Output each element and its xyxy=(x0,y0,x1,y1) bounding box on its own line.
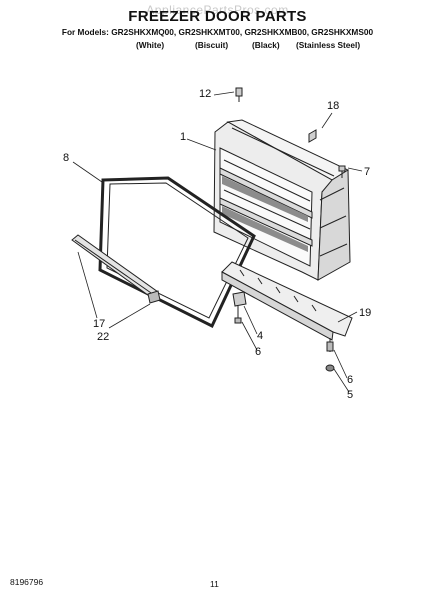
callout-18: 18 xyxy=(327,100,339,112)
color-biscuit: (Biscuit) xyxy=(195,40,229,50)
callout-6-right: 6 xyxy=(347,374,353,386)
callout-22: 22 xyxy=(97,331,109,343)
screw-12 xyxy=(235,87,243,102)
page-number: 11 xyxy=(210,579,219,589)
document-number: 8196796 xyxy=(10,577,44,587)
color-black: (Black) xyxy=(252,40,280,50)
callout-5: 5 xyxy=(347,389,353,401)
callout-12: 12 xyxy=(199,88,211,100)
page-title: FREEZER DOOR PARTS xyxy=(128,8,307,25)
color-white: (White) xyxy=(136,40,165,50)
screw-7 xyxy=(338,165,346,178)
freezer-door xyxy=(213,119,351,281)
door-handle xyxy=(221,261,353,341)
model-list: For Models: GR2SHKXMQ00, GR2SHKXMT00, GR… xyxy=(61,27,374,37)
callout-6-left: 6 xyxy=(255,346,261,358)
callout-19: 19 xyxy=(359,307,371,319)
watermark: AppliancePartsPros.com xyxy=(146,3,289,17)
callout-7: 7 xyxy=(364,166,370,178)
callout-1: 1 xyxy=(180,131,186,143)
callout-8: 8 xyxy=(63,152,69,164)
callout-17: 17 xyxy=(93,318,105,330)
handle-mount-left xyxy=(232,291,247,324)
callout-4: 4 xyxy=(257,330,263,342)
label-bracket-18 xyxy=(308,129,317,143)
leader-lines xyxy=(72,91,363,393)
trim-strip xyxy=(71,234,159,299)
handle-screw-right xyxy=(325,338,335,372)
color-stainless-steel: (Stainless Steel) xyxy=(296,40,361,50)
end-cap xyxy=(147,290,161,304)
